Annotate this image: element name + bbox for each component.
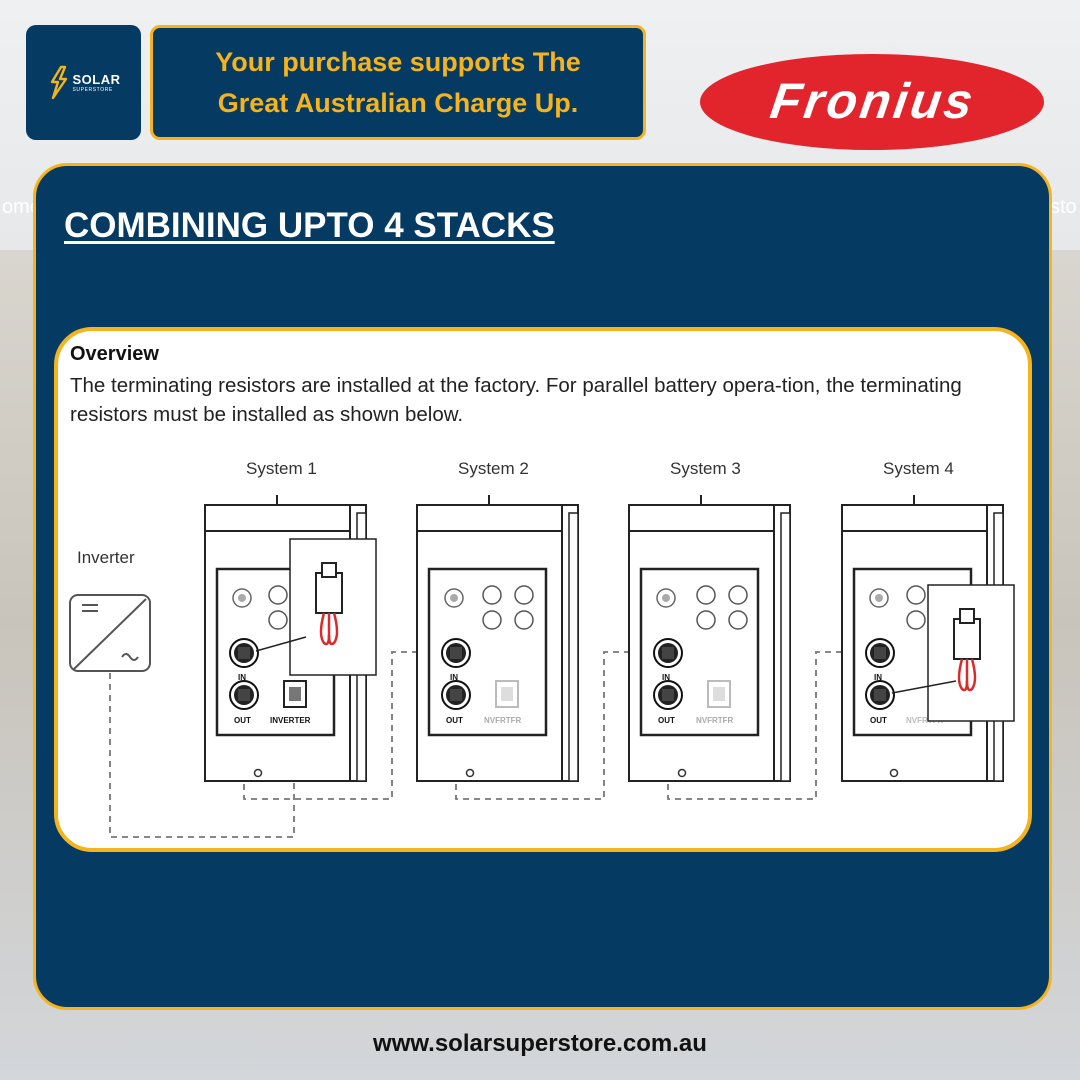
store-logo: SOLAR SUPERSTORE: [26, 25, 141, 140]
overview-text: The terminating resistors are installed …: [70, 374, 962, 426]
logo-subword: SUPERSTORE: [72, 86, 113, 93]
system-2-in-label: IN: [450, 673, 458, 682]
system-4: System 4 IN OUT NVFRTFR: [841, 459, 1016, 782]
system-4-out-label: OUT: [870, 716, 887, 725]
fronius-logo: Fronius: [700, 54, 1044, 150]
system-4-label: System 4: [883, 459, 954, 478]
system-1-out-label: OUT: [234, 716, 251, 725]
page-heading: COMBINING UPTO 4 STACKS: [64, 206, 555, 245]
system-1-in-label: IN: [238, 673, 246, 682]
inverter-label: Inverter: [77, 548, 135, 567]
system-1-inverter-port-label: INVERTER: [270, 716, 311, 725]
system-4-right-port-label: NVFRTFR: [906, 716, 944, 725]
overview-title: Overview: [70, 343, 159, 365]
system-4-in-label: IN: [874, 673, 882, 682]
system-3-out-label: OUT: [658, 716, 675, 725]
system-3: System 3 IN OUT NVFRTFR: [628, 459, 791, 782]
logo-word: SOLAR: [72, 71, 121, 87]
system-3-in-label: IN: [662, 673, 670, 682]
system-3-right-port-label: NVFRTFR: [696, 716, 734, 725]
terminating-resistor-icon-system-4: [926, 583, 1016, 723]
terminating-resistor-icon: [288, 537, 378, 677]
footer-url: www.solarsuperstore.com.au: [373, 1030, 707, 1057]
wiring-diagram: Inverter System 1 IN OUT INVERTER: [69, 459, 1016, 838]
system-2-out-label: OUT: [446, 716, 463, 725]
system-2-label: System 2: [458, 459, 529, 478]
inverter-icon: [69, 594, 151, 672]
support-banner: Your purchase supports The Great Austral…: [150, 25, 646, 140]
background-text-left: ome: [2, 196, 41, 218]
background-text-right: sto: [1050, 196, 1077, 218]
lightning-bolt-icon: [50, 65, 67, 99]
system-2-right-port-label: NVFRTFR: [484, 716, 522, 725]
fronius-logo-text: Fronius: [767, 73, 979, 129]
banner-text: Your purchase supports The Great Austral…: [215, 46, 581, 118]
system-1-label: System 1: [246, 459, 317, 478]
system-3-label: System 3: [670, 459, 741, 478]
system-2: System 2 IN OUT NVFRTFR: [416, 459, 579, 782]
system-1: System 1 IN OUT INVERTER: [204, 459, 378, 782]
